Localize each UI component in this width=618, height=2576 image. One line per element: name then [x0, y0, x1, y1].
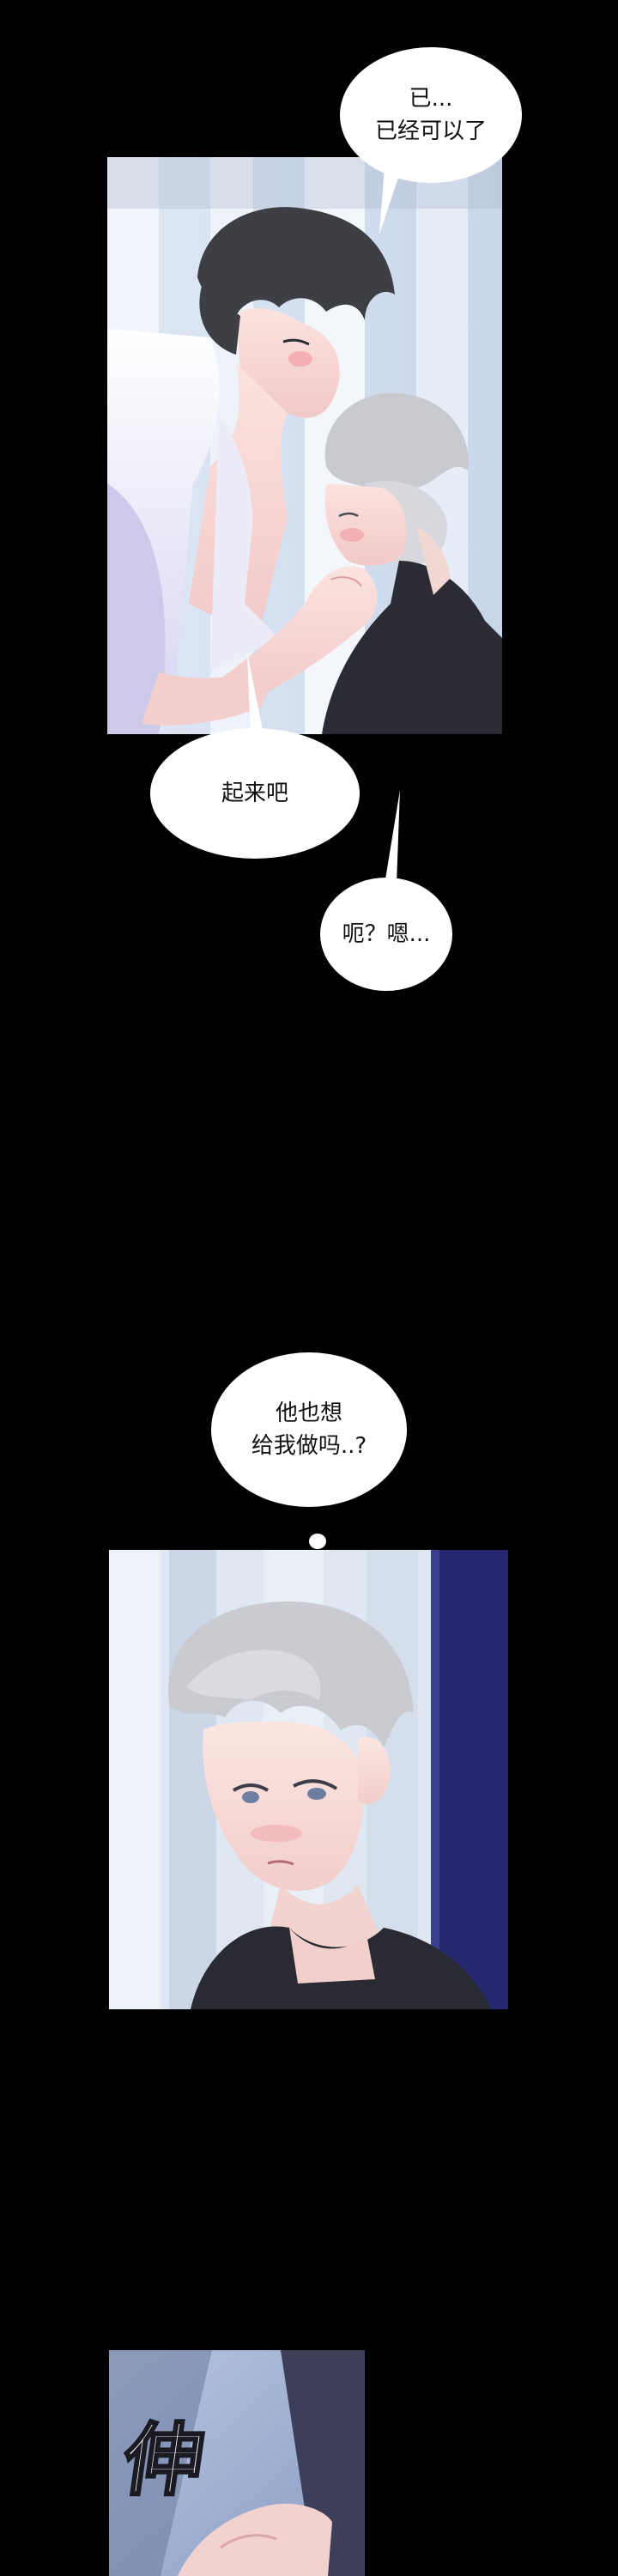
speech-bubble-1-tail [379, 167, 402, 234]
speech-bubble-3-tail [385, 790, 400, 884]
speech-bubble-3: 呃？嗯... [320, 878, 452, 991]
thought-line-2: 给我做吗..? [251, 1433, 367, 1459]
thought-dot-large [309, 1534, 326, 1549]
bubble-1-line-2: 已经可以了 [374, 118, 487, 144]
panel-2-portrait [109, 1550, 508, 2009]
bubble-3-line-1: 呃？嗯... [342, 921, 431, 947]
panel-2-art [109, 1550, 508, 2009]
panel-3-hand: 伸 [109, 2350, 365, 2576]
bubble-1-line-1: 已... [409, 86, 453, 112]
speech-bubble-2-tail [247, 653, 264, 738]
thought-bubble-4: 他也想 给我做吗..? [211, 1352, 407, 1507]
speech-bubble-2: 起来吧 [150, 728, 360, 859]
panel-1-embrace [107, 157, 502, 734]
sfx-stretch: 伸 [117, 2413, 211, 2508]
speech-bubble-1: 已... 已经可以了 [340, 47, 522, 183]
panel-3-art [109, 2350, 365, 2576]
thought-line-1: 他也想 [275, 1400, 342, 1426]
panel-1-art [107, 157, 502, 734]
bubble-2-line-1: 起来吧 [221, 781, 288, 806]
